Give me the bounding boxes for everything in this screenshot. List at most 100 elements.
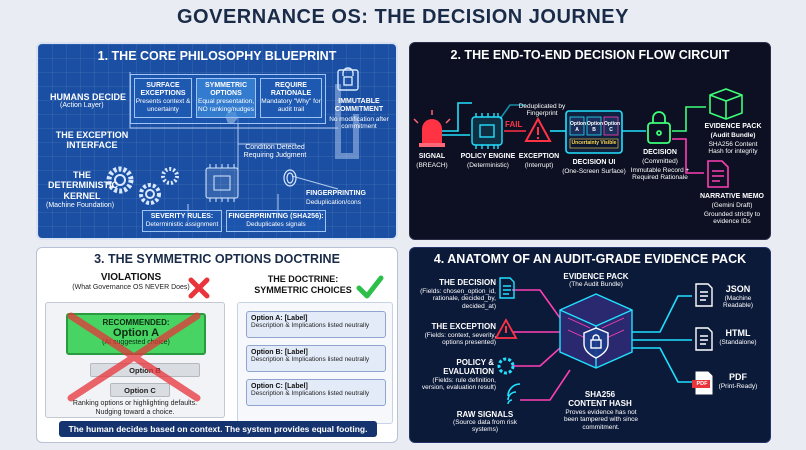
evidence-box-icon [709,88,743,120]
action-layer-label: (Action Layer) [60,102,104,109]
policy-gear-icon [497,357,515,375]
raw-signals-heading: RAW SIGNALS [456,410,514,419]
doctrine-option-label: Option C: [Label] [251,383,308,390]
cross-out-mark [67,312,201,402]
exception-fields: (Fields: context, severity, options pres… [424,332,496,347]
pdf-sub: (Print-Ready) [718,383,758,390]
evidence-lines [494,277,713,405]
panel-title: 2. THE END-TO-END DECISION FLOW CIRCUIT [450,48,730,62]
fingerprint-icon [283,169,297,187]
html-file-icon [695,327,713,351]
rationale-title: REQUIRE RATIONALE [270,82,312,98]
immutable-desc: No modification after commitment [329,116,389,131]
pdf-label: PDF [729,372,747,382]
ui-option-b: Option B [587,121,604,133]
decision-heading: THE DECISION [439,278,496,287]
surface-exceptions-box: SURFACE EXCEPTIONS Presents context & un… [134,78,192,118]
raw-signals-fields: (Source data from risk systems) [453,419,517,434]
html-sub: (Standalone) [719,339,757,346]
memo-document-icon [707,160,729,188]
fingerprinting-sha-box: FINGERPRINTING (SHA256): Deduplicates si… [226,210,326,232]
fail-label: FAIL [505,120,523,129]
severity-rules-box: SEVERITY RULES: Deterministic assignment [142,210,222,232]
surface-desc: Presents context & uncertainty [135,98,191,113]
decision-ui-screen [565,110,623,154]
doctrine-option-label: Option B: [Label] [251,349,308,356]
panel-symmetric-options: 3. THE SYMMETRIC OPTIONS DOCTRINE VIOLAT… [36,247,398,443]
gear-icon [106,166,179,205]
doctrine-heading-2: SYMMETRIC CHOICES [254,285,352,295]
pack-heading: EVIDENCE PACK [563,272,629,281]
decision-ui-label: DECISION UI [572,159,616,166]
exception-warning-icon [494,318,518,339]
doctrine-banner: The human decides based on context. The … [59,421,377,437]
cpu-chip-icon [205,164,239,202]
surface-title: SURFACE EXCEPTIONS [140,82,186,98]
lock-icon [337,67,359,91]
severity-title: SEVERITY RULES: [150,213,214,220]
policy-heading: POLICY & [456,358,494,367]
decision-fields: (Fields: chosen_option_id, rationale, de… [420,288,496,310]
panel-title: 1. THE CORE PHILOSOPHY BLUEPRINT [97,49,337,63]
evidence-pack-desc: SHA256 Content Hash for integrity [708,141,758,156]
panel-core-philosophy: 1. THE CORE PHILOSOPHY BLUEPRINT [36,42,398,240]
warning-triangle-icon [524,116,552,142]
signal-label: SIGNAL [418,153,446,160]
recommended-label: RECOMMENDED: [102,318,170,327]
require-rationale-box: REQUIRE RATIONALE Mandatory "Why" for au… [260,78,322,118]
option-c-box: Option C [110,383,170,397]
shield-lock-icon [583,327,609,359]
ui-option-a: Option A [570,121,587,133]
symmetric-desc: Equal presentation, NO ranking/nudges [197,98,254,113]
doctrine-option-label: Option A: [Label] [251,315,308,322]
red-x-icon [188,277,210,299]
hash-heading-1: SHA256 [584,390,616,399]
panel-title: 3. THE SYMMETRIC OPTIONS DOCTRINE [94,252,340,266]
recommended-option-box: RECOMMENDED: Option A (AI suggested choi… [66,313,206,355]
page-title: GOVERNANCE OS: THE DECISION JOURNEY [176,6,629,28]
policy-fields: (Fields: rule definition, version, evalu… [421,377,496,392]
ui-option-c: Option C [604,121,621,133]
exception-sub: (Interrupt) [524,162,554,169]
fingerprinting-sub: Deduplication/cons [306,199,361,206]
panel-evidence-pack: 4. ANATOMY OF AN AUDIT-GRADE EVIDENCE PA… [409,247,771,443]
panel-decision-flow: 2. THE END-TO-END DECISION FLOW CIRCUIT [409,42,771,240]
decision-document-icon [499,277,515,299]
violations-sub: (What Governance OS NEVER Does) [72,284,190,291]
signal-sub: (BREACH) [416,162,448,169]
narrative-memo-sub: (Gemini Draft) [711,202,753,209]
hash-heading-2: CONTENT HASH [568,399,632,408]
condition-label: Condition Detected Requiring Judgment [243,144,307,160]
evidence-pack-label: EVIDENCE PACK [704,123,762,130]
decision-label: DECISION [643,149,677,156]
ai-suggested-label: (AI suggested choice) [102,339,170,346]
raw-signals-icon [507,383,521,405]
doctrine-option-desc: Description & Implications listed neutra… [251,322,370,329]
pack-sub: (The Audit Bundle) [569,281,623,288]
dedup-label: Deduplicated by Fingerprint [518,103,566,118]
narrative-memo-label: NARRATIVE MEMO [699,193,765,200]
alarm-siren-icon [413,110,451,147]
fingerprinting-label: FINGERPRINTING [306,190,366,197]
symmetric-title: SYMMETRIC OPTIONS [205,82,247,98]
doctrine-option-b: Option B: [Label] Description & Implicat… [246,345,386,372]
violation-caption-2: Nudging toward a choice. [95,409,175,416]
pdf-file-icon [692,371,713,395]
recommended-option: Option A [112,327,160,339]
json-label: JSON [725,284,751,294]
exception-heading: THE EXCEPTION [431,322,496,331]
green-check-icon [356,275,384,299]
violation-marks [67,275,384,402]
doctrine-heading-1: THE DOCTRINE: [267,274,339,284]
machine-foundation-label: (Machine Foundation) [46,202,115,209]
doctrine-mock-window: Option A: [Label] Description & Implicat… [237,302,393,424]
policy-engine-label: POLICY ENGINE [460,153,516,160]
doctrine-option-a: Option A: [Label] Description & Implicat… [246,311,386,338]
violation-caption-1: Ranking options or highlighting defaults… [72,400,198,407]
immutable-title: IMMUTABLE COMMITMENT [334,98,384,114]
policy-engine-sub: (Deterministic) [467,162,509,169]
html-label: HTML [725,328,751,338]
rationale-desc: Mandatory "Why" for audit trail [261,98,321,113]
exception-label: EXCEPTION [518,153,560,160]
decision-sub: (Committed) [642,158,678,165]
